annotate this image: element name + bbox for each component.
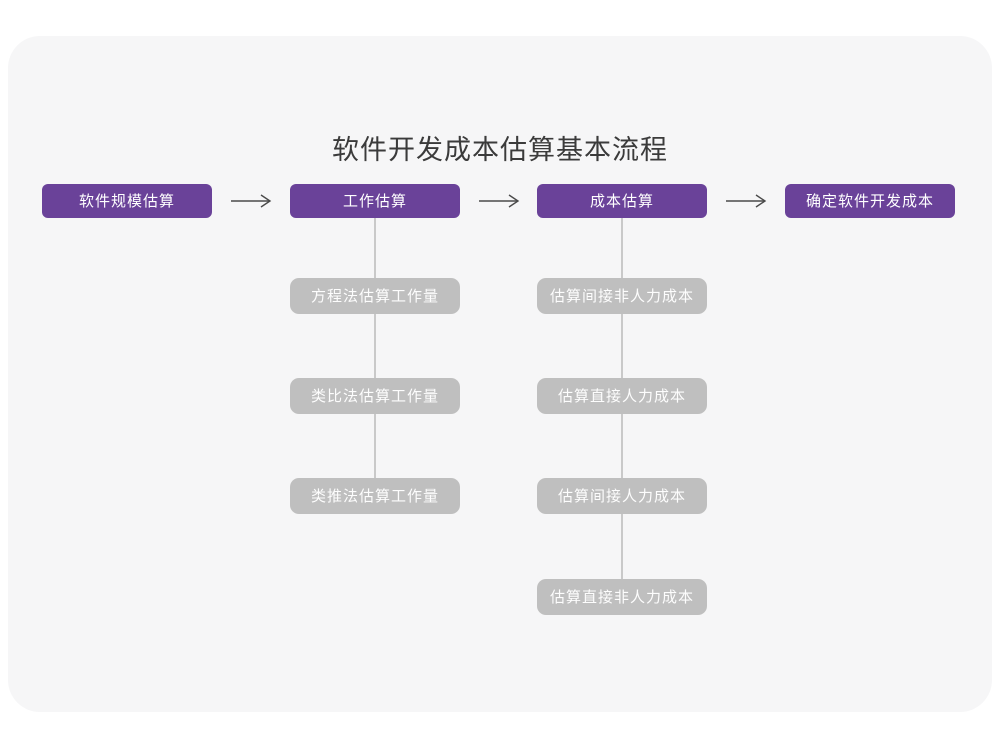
work-method-analogy: 类比法估算工作量 [290,378,460,414]
work-method-extrapolation: 类推法估算工作量 [290,478,460,514]
cost-item-direct-labor: 估算直接人力成本 [537,378,707,414]
flow-step-software-size-estimation: 软件规模估算 [42,184,212,218]
work-branch-connector-line [374,218,376,496]
cost-item-direct-nonlabor: 估算直接非人力成本 [537,579,707,615]
diagram-title: 软件开发成本估算基本流程 [332,135,668,166]
flow-step-determine-development-cost: 确定软件开发成本 [785,184,955,218]
flow-step-cost-estimation: 成本估算 [537,184,707,218]
flowchart-card: 软件开发成本估算基本流程 软件规模估算 工作估算 成本估算 确定软件开发成本 方… [8,36,992,712]
flow-step-work-estimation: 工作估算 [290,184,460,218]
right-arrow-icon [231,194,272,208]
right-arrow-icon [479,194,520,208]
work-method-equation: 方程法估算工作量 [290,278,460,314]
cost-item-indirect-nonlabor: 估算间接非人力成本 [537,278,707,314]
cost-item-indirect-labor: 估算间接人力成本 [537,478,707,514]
right-arrow-icon [726,194,767,208]
